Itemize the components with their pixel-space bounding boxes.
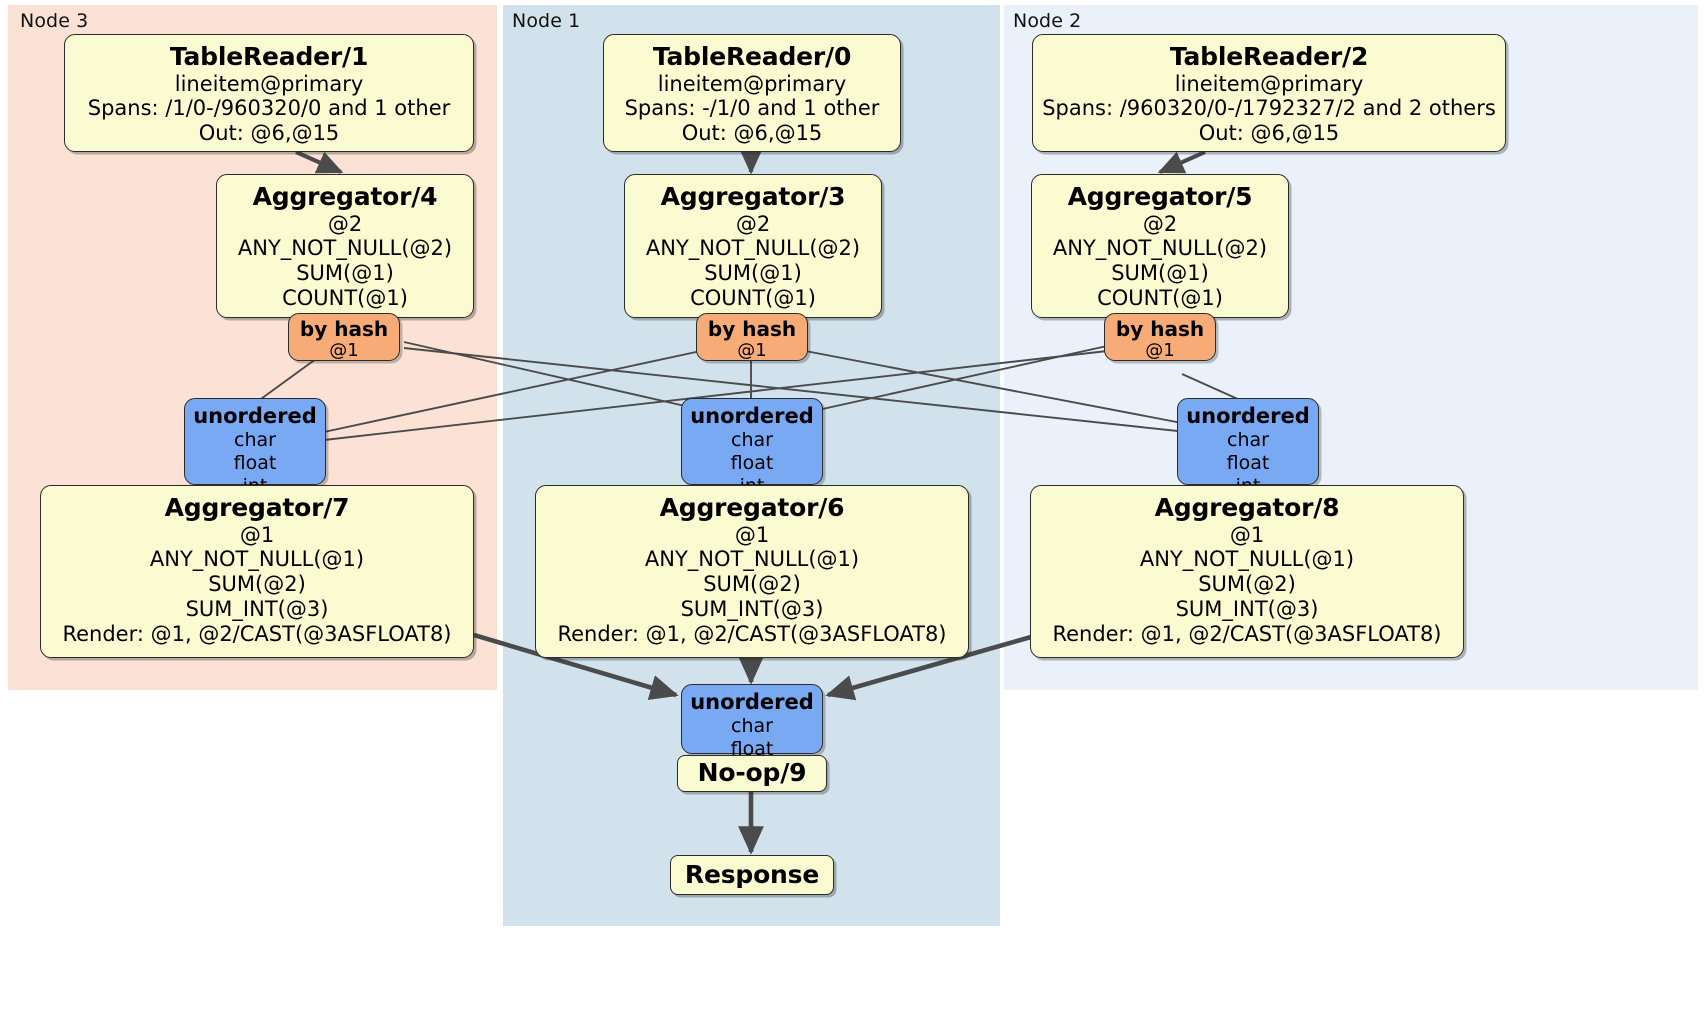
aggregator-8-func-2: SUM(@2) bbox=[1198, 572, 1296, 597]
table-reader-2-title: TableReader/2 bbox=[1169, 42, 1369, 71]
table-reader-0-out: Out: @6,@15 bbox=[681, 121, 823, 146]
table-reader-1[interactable]: TableReader/1 lineitem@primary Spans: /1… bbox=[64, 34, 474, 152]
no-op-9[interactable]: No-op/9 bbox=[677, 755, 827, 792]
aggregator-8-group: @1 bbox=[1229, 522, 1265, 547]
unordered-router-7-type-2: float bbox=[233, 451, 277, 474]
aggregator-4-title: Aggregator/4 bbox=[252, 182, 438, 211]
response-node[interactable]: Response bbox=[670, 855, 834, 895]
aggregator-8-render: Render: @1, @2/CAST(@3ASFLOAT8) bbox=[1052, 621, 1442, 646]
hash-router-5-column: @1 bbox=[1145, 339, 1175, 361]
aggregator-7-title: Aggregator/7 bbox=[164, 493, 350, 522]
aggregator-7-group: @1 bbox=[239, 522, 275, 547]
unordered-router-8-title: unordered bbox=[1186, 404, 1310, 428]
aggregator-5-func-1: ANY_NOT_NULL(@2) bbox=[1052, 236, 1268, 261]
cluster-label-node-3: Node 3 bbox=[20, 10, 89, 32]
table-reader-0-spans: Spans: -/1/0 and 1 other bbox=[624, 96, 880, 121]
aggregator-3-func-1: ANY_NOT_NULL(@2) bbox=[645, 236, 861, 261]
unordered-router-6-type-1: char bbox=[731, 428, 773, 451]
aggregator-4-func-2: SUM(@1) bbox=[296, 261, 394, 286]
hash-router-4-column: @1 bbox=[329, 339, 359, 361]
table-reader-0-table: lineitem@primary bbox=[657, 71, 847, 96]
aggregator-4[interactable]: Aggregator/4 @2 ANY_NOT_NULL(@2) SUM(@1)… bbox=[216, 174, 474, 318]
aggregator-6-func-2: SUM(@2) bbox=[703, 572, 801, 597]
aggregator-4-func-1: ANY_NOT_NULL(@2) bbox=[237, 236, 453, 261]
unordered-router-7-type-1: char bbox=[234, 428, 276, 451]
unordered-router-final[interactable]: unordered char float bbox=[681, 684, 823, 760]
table-reader-2[interactable]: TableReader/2 lineitem@primary Spans: /9… bbox=[1032, 34, 1506, 152]
table-reader-0-title: TableReader/0 bbox=[652, 42, 852, 71]
aggregator-6-title: Aggregator/6 bbox=[659, 493, 845, 522]
unordered-router-8-type-2: float bbox=[1226, 451, 1270, 474]
aggregator-7-func-3: SUM_INT(@3) bbox=[185, 596, 329, 621]
hash-router-4[interactable]: by hash @1 bbox=[288, 313, 400, 361]
aggregator-6-group: @1 bbox=[734, 522, 770, 547]
unordered-router-final-type-2: float bbox=[730, 737, 774, 760]
table-reader-2-spans: Spans: /960320/0-/1792327/2 and 2 others bbox=[1042, 96, 1496, 121]
aggregator-8-func-3: SUM_INT(@3) bbox=[1175, 596, 1319, 621]
unordered-router-7[interactable]: unordered char float int bbox=[184, 398, 326, 497]
aggregator-5-title: Aggregator/5 bbox=[1067, 182, 1253, 211]
no-op-9-title: No-op/9 bbox=[697, 758, 807, 788]
aggregator-6-func-1: ANY_NOT_NULL(@1) bbox=[644, 547, 860, 572]
hash-router-5[interactable]: by hash @1 bbox=[1104, 313, 1216, 361]
aggregator-7-func-1: ANY_NOT_NULL(@1) bbox=[149, 547, 365, 572]
aggregator-3[interactable]: Aggregator/3 @2 ANY_NOT_NULL(@2) SUM(@1)… bbox=[624, 174, 882, 318]
table-reader-0[interactable]: TableReader/0 lineitem@primary Spans: -/… bbox=[603, 34, 901, 152]
aggregator-7-func-2: SUM(@2) bbox=[208, 572, 306, 597]
unordered-router-8[interactable]: unordered char float int bbox=[1177, 398, 1319, 497]
table-reader-1-table: lineitem@primary bbox=[174, 71, 364, 96]
aggregator-7[interactable]: Aggregator/7 @1 ANY_NOT_NULL(@1) SUM(@2)… bbox=[40, 485, 474, 658]
aggregator-5-func-3: COUNT(@1) bbox=[1097, 285, 1223, 310]
aggregator-3-title: Aggregator/3 bbox=[660, 182, 846, 211]
unordered-router-6-type-2: float bbox=[730, 451, 774, 474]
cluster-label-node-1: Node 1 bbox=[512, 10, 581, 32]
aggregator-7-render: Render: @1, @2/CAST(@3ASFLOAT8) bbox=[62, 621, 452, 646]
response-title: Response bbox=[684, 859, 820, 889]
unordered-router-final-type-1: char bbox=[731, 714, 773, 737]
aggregator-5-func-2: SUM(@1) bbox=[1111, 261, 1209, 286]
table-reader-2-out: Out: @6,@15 bbox=[1198, 121, 1340, 146]
unordered-router-6[interactable]: unordered char float int bbox=[681, 398, 823, 497]
aggregator-3-func-2: SUM(@1) bbox=[704, 261, 802, 286]
aggregator-4-group: @2 bbox=[327, 211, 363, 236]
table-reader-2-table: lineitem@primary bbox=[1174, 71, 1364, 96]
aggregator-6[interactable]: Aggregator/6 @1 ANY_NOT_NULL(@1) SUM(@2)… bbox=[535, 485, 969, 658]
unordered-router-8-type-1: char bbox=[1227, 428, 1269, 451]
hash-router-3[interactable]: by hash @1 bbox=[696, 313, 808, 361]
aggregator-5[interactable]: Aggregator/5 @2 ANY_NOT_NULL(@2) SUM(@1)… bbox=[1031, 174, 1289, 318]
aggregator-8[interactable]: Aggregator/8 @1 ANY_NOT_NULL(@1) SUM(@2)… bbox=[1030, 485, 1464, 658]
aggregator-5-group: @2 bbox=[1142, 211, 1178, 236]
aggregator-3-group: @2 bbox=[735, 211, 771, 236]
table-reader-1-spans: Spans: /1/0-/960320/0 and 1 other bbox=[87, 96, 451, 121]
aggregator-6-func-3: SUM_INT(@3) bbox=[680, 596, 824, 621]
hash-router-4-title: by hash bbox=[299, 317, 389, 341]
hash-router-3-title: by hash bbox=[707, 317, 797, 341]
hash-router-5-title: by hash bbox=[1115, 317, 1205, 341]
aggregator-8-title: Aggregator/8 bbox=[1154, 493, 1340, 522]
unordered-router-final-title: unordered bbox=[690, 690, 814, 714]
aggregator-6-render: Render: @1, @2/CAST(@3ASFLOAT8) bbox=[557, 621, 947, 646]
aggregator-8-func-1: ANY_NOT_NULL(@1) bbox=[1139, 547, 1355, 572]
table-reader-1-out: Out: @6,@15 bbox=[198, 121, 340, 146]
unordered-router-6-title: unordered bbox=[690, 404, 814, 428]
unordered-router-7-title: unordered bbox=[193, 404, 317, 428]
aggregator-4-func-3: COUNT(@1) bbox=[282, 285, 408, 310]
hash-router-3-column: @1 bbox=[737, 339, 767, 361]
aggregator-3-func-3: COUNT(@1) bbox=[690, 285, 816, 310]
table-reader-1-title: TableReader/1 bbox=[169, 42, 369, 71]
cluster-label-node-2: Node 2 bbox=[1013, 10, 1082, 32]
